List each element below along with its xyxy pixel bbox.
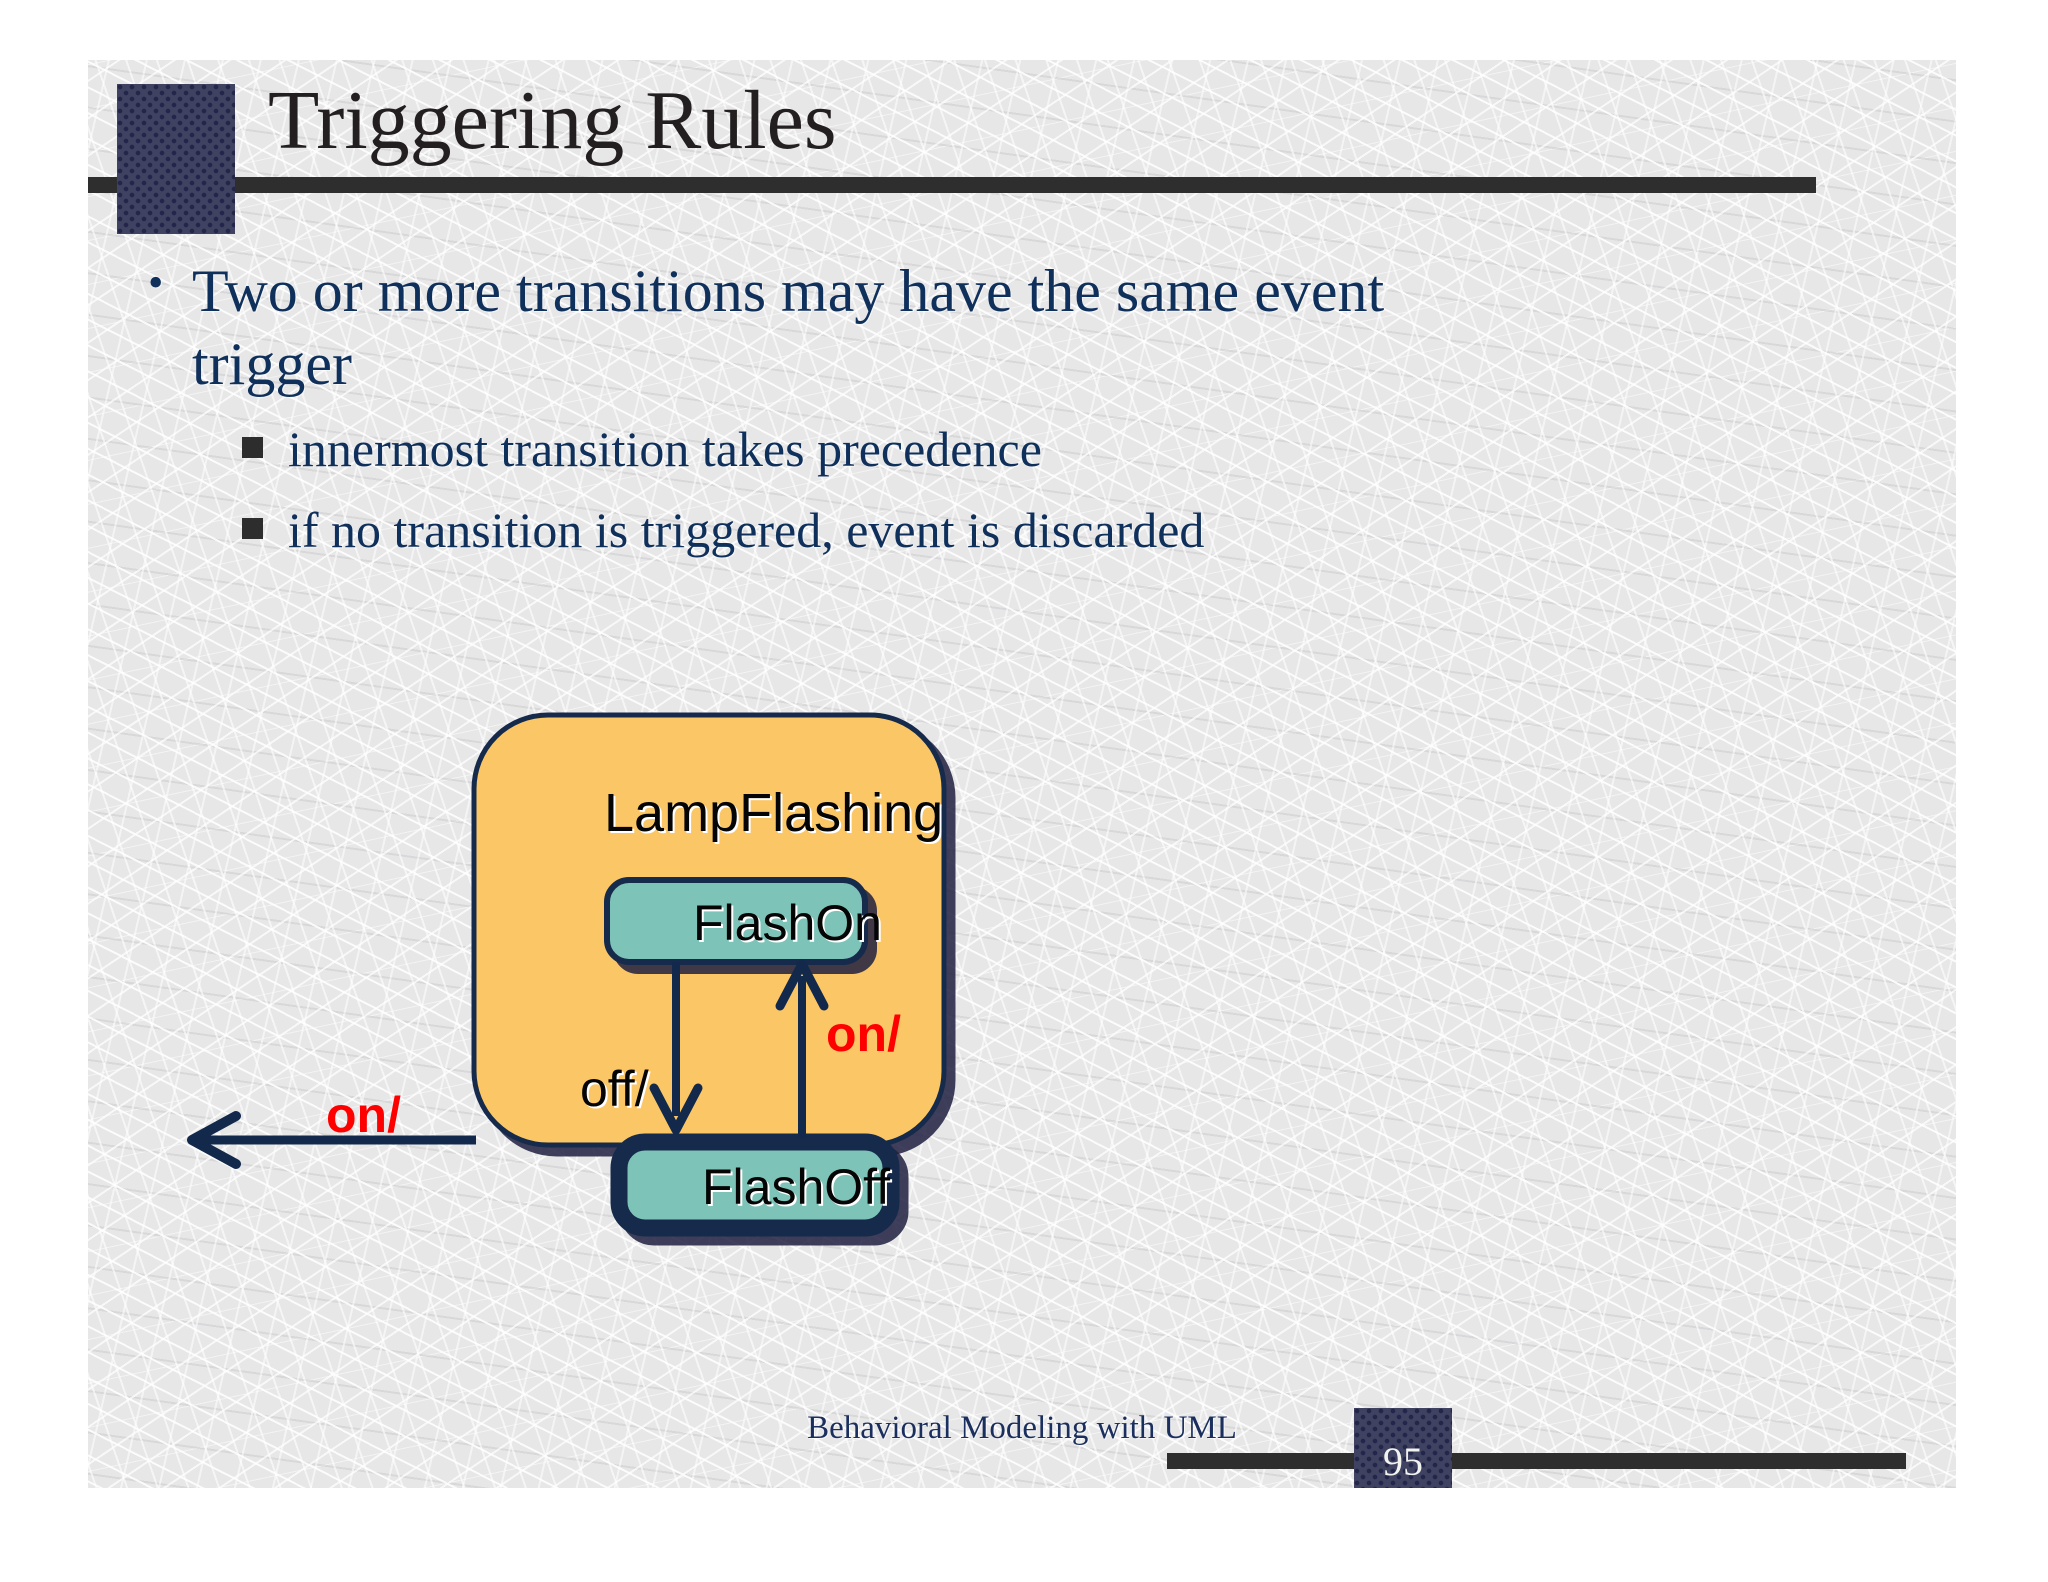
- bullet-square-icon: [242, 437, 263, 459]
- bullet-level2-2: if no transition is triggered, event is …: [234, 498, 1956, 563]
- slide-background-texture: [88, 60, 1956, 1488]
- page-title: Triggering Rules: [268, 74, 837, 167]
- flashon-state-label: FlashOn: [693, 895, 882, 951]
- bullet-square-icon: [242, 518, 263, 540]
- transition-label-off: off/: [580, 1061, 649, 1117]
- bullet-level1: • Two or more transitions may have the s…: [126, 255, 1482, 401]
- footer-rule-bar: [1167, 1453, 1906, 1469]
- lampflashing-state-label: LampFlashing: [604, 783, 944, 843]
- bullet-level2-2-text: if no transition is triggered, event is …: [288, 502, 1205, 559]
- title-decoration-block: [117, 84, 235, 234]
- bullet-level2-1: innermost transition takes precedence: [234, 417, 1956, 482]
- page-number-badge: 95: [1354, 1408, 1452, 1488]
- bullet-level1-text: Two or more transitions may have the sam…: [192, 258, 1385, 398]
- transition-label-on-inner: on/: [826, 1006, 901, 1062]
- footer-text: Behavioral Modeling with UML: [807, 1410, 1237, 1446]
- bullet-level2-1-text: innermost transition takes precedence: [288, 421, 1042, 478]
- transition-label-on-outer: on/: [326, 1087, 401, 1143]
- bullet-list: • Two or more transitions may have the s…: [88, 255, 1956, 563]
- flashoff-state-label: FlashOff: [702, 1159, 891, 1215]
- bullet-dot-icon: •: [148, 257, 164, 307]
- title-rule-bar: [88, 177, 1816, 193]
- page-number: 95: [1383, 1438, 1423, 1484]
- slide-canvas: Triggering Rules • Two or more transitio…: [88, 60, 1956, 1488]
